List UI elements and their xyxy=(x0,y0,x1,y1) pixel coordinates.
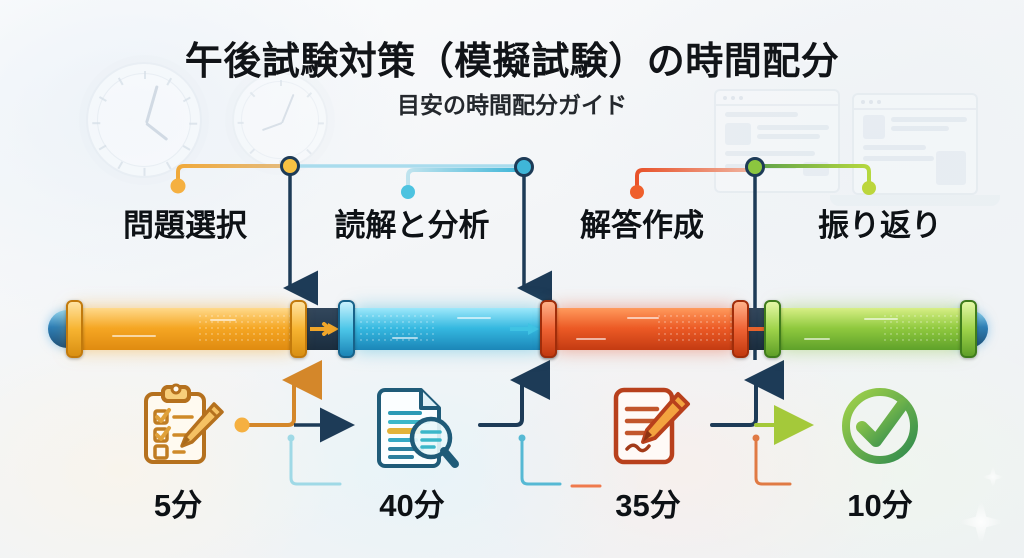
bar-segment-analyze xyxy=(354,308,544,350)
bar-arrow-orange-icon xyxy=(310,322,339,336)
bar-segment-answer xyxy=(554,308,736,350)
bar-node-analyze-start xyxy=(338,300,355,358)
bar-segment-review xyxy=(778,308,964,350)
time-label-review: 10分 xyxy=(847,488,913,523)
page-title: 午後試験対策（模擬試験）の時間配分 xyxy=(184,41,840,83)
time-label-answer: 35分 xyxy=(615,488,681,523)
time-label-analyze: 40分 xyxy=(379,488,445,523)
bar-arrow-cyan-icon xyxy=(510,323,539,335)
bar-node-review-end xyxy=(960,300,977,358)
check-circle-icon xyxy=(833,380,929,472)
page-subtitle: 目安の時間配分ガイド xyxy=(397,92,627,118)
clipboard-checklist-icon xyxy=(130,380,226,472)
phase-label-answer: 解答作成 xyxy=(580,208,704,243)
document-magnifier-icon xyxy=(365,380,461,472)
bar-node-review-start xyxy=(764,300,781,358)
phase-label-review: 振り返り xyxy=(818,208,942,243)
phase-label-analyze: 読解と分析 xyxy=(334,208,490,243)
sparkle-watermark-icon xyxy=(955,496,1007,548)
bar-node-answer-end xyxy=(732,300,749,358)
document-pencil-icon xyxy=(600,380,696,472)
bar-node-answer-start xyxy=(540,300,557,358)
timeline-progress-bar xyxy=(48,300,988,358)
sparkle-watermark-icon xyxy=(980,464,1006,490)
time-label-select: 5分 xyxy=(153,488,203,523)
bar-node-select-end xyxy=(290,300,307,358)
bar-node-select-start xyxy=(66,300,83,358)
bar-segment-select xyxy=(72,308,294,350)
phase-label-select: 問題選択 xyxy=(123,208,247,243)
